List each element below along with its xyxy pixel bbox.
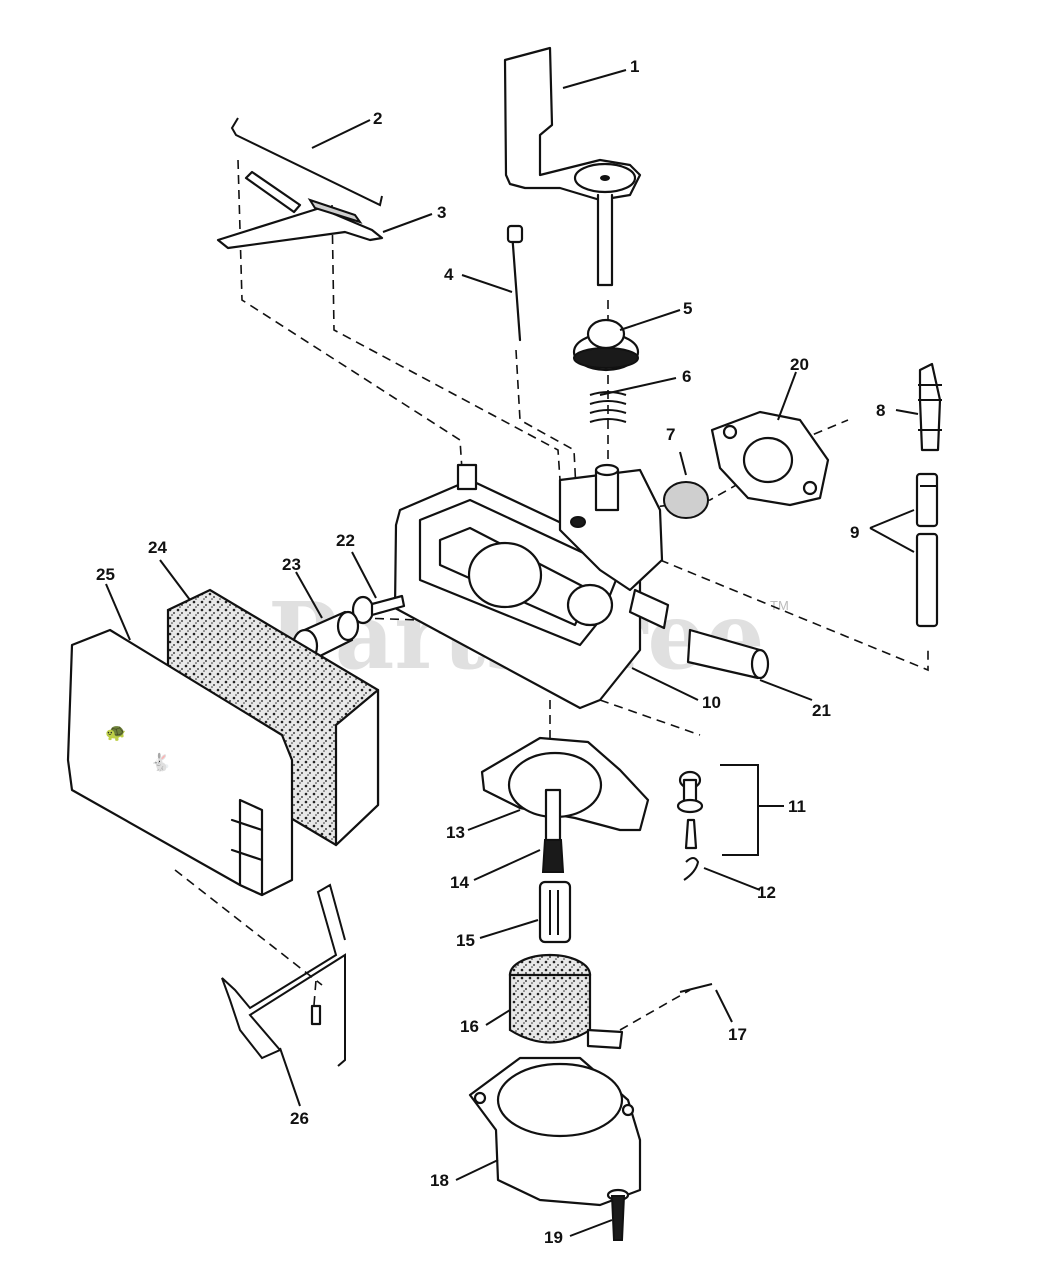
part-throttle-bracket: [216, 170, 384, 250]
part-vent-hose: [686, 628, 770, 680]
part-intake-gasket: [710, 410, 830, 507]
part-foam-filter: [166, 588, 380, 847]
part-fuel-tubes: [915, 472, 939, 628]
part-choke-lever: [503, 46, 642, 287]
part-inlet-needle-seat: [676, 764, 759, 856]
part-carburetor-body: [393, 463, 670, 710]
callout-13: 13: [446, 823, 465, 842]
part-throttle-gear: [572, 318, 640, 372]
callout-12: 12: [757, 883, 776, 902]
callout-1: 1: [630, 57, 639, 76]
part-needle-valve: [506, 224, 524, 342]
watermark-trademark: TM: [770, 598, 789, 613]
part-bowl-gasket: [480, 736, 650, 832]
part-spring: [589, 391, 627, 423]
callout-5: 5: [683, 299, 692, 318]
callout-24: 24: [148, 538, 167, 557]
callout-10: 10: [702, 693, 721, 712]
callout-16: 16: [460, 1017, 479, 1036]
leader-lines: [105, 69, 919, 1237]
callout-11: 11: [788, 797, 806, 816]
callout-2: 2: [373, 109, 382, 128]
callout-17: 17: [728, 1025, 747, 1044]
part-governor-link: [230, 117, 383, 207]
part-air-cleaner-cover: 🐢 🐇: [66, 628, 294, 897]
part-float-pin: [679, 983, 713, 993]
part-screw-22: [351, 594, 406, 625]
callout-4: 4: [444, 265, 454, 284]
callout-22: 22: [336, 531, 355, 550]
callout-3: 3: [437, 203, 446, 222]
callout-14: 14: [450, 873, 469, 892]
callout-9: 9: [850, 523, 859, 542]
callout-15: 15: [456, 931, 475, 950]
callout-8: 8: [876, 401, 885, 420]
callout-21: 21: [812, 701, 831, 720]
part-float: [508, 953, 624, 1050]
part-bowl-screw: [606, 1188, 630, 1241]
part-pickup-tube: [541, 788, 565, 873]
callout-25: 25: [96, 565, 115, 584]
callout-20: 20: [790, 355, 809, 374]
part-bail-wire: [221, 883, 346, 1067]
part-choke-plate: [663, 481, 709, 519]
svg-text:🐢: 🐢: [105, 723, 126, 742]
part-float-bowl: [468, 1056, 642, 1207]
callout-6: 6: [682, 367, 691, 386]
callout-18: 18: [430, 1171, 449, 1190]
part-needle-clip: [683, 857, 700, 881]
svg-text:🐇: 🐇: [150, 752, 171, 772]
part-fuel-fitting: [918, 362, 942, 452]
callout-labels: 1 2 3 4 5 6 7 8 9 10 11 12 13 14 15 16 1…: [96, 57, 885, 1247]
callout-7: 7: [666, 425, 675, 444]
callout-26: 26: [290, 1109, 309, 1128]
callout-23: 23: [282, 555, 301, 574]
part-fuel-screen: [538, 880, 572, 944]
callout-19: 19: [544, 1228, 563, 1247]
